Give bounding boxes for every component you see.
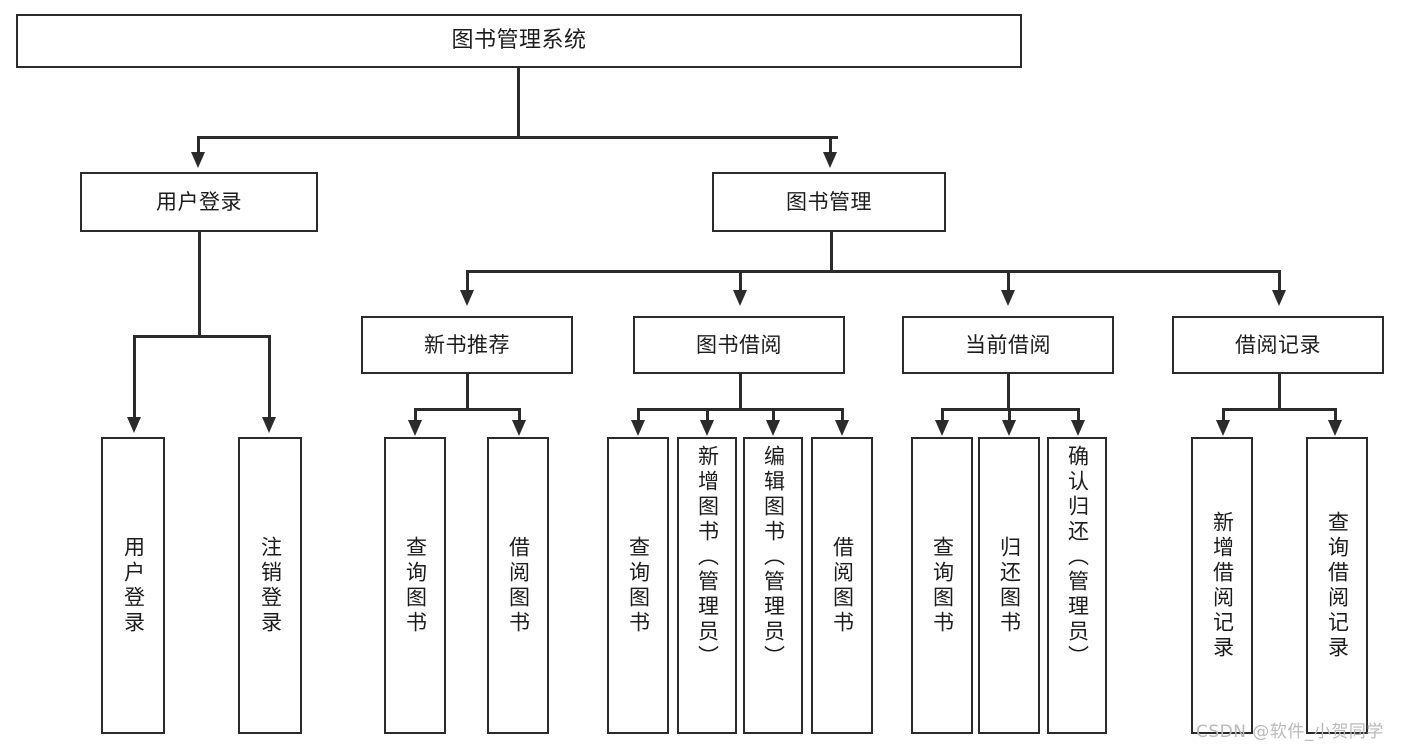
leaf-label: 归还图书 [997, 535, 1022, 636]
connector-borrow-record-bar [1222, 408, 1336, 411]
leaf-user-login[interactable]: 用户登录 [101, 437, 165, 734]
connector-book-borrow-to-leaf1 [637, 408, 640, 422]
arrowhead-leaf-query-record [1328, 420, 1342, 436]
arrowhead-user-login [191, 152, 205, 168]
node-label: 用户登录 [156, 189, 242, 214]
connector-root-to-book-manage [829, 136, 832, 154]
arrowhead-leaf-add-book [700, 420, 714, 436]
node-label: 新书推荐 [424, 332, 510, 357]
leaf-label: 查询图书 [626, 535, 651, 636]
node-current-borrow[interactable]: 当前借阅 [902, 316, 1114, 374]
node-root-system[interactable]: 图书管理系统 [16, 14, 1022, 68]
connector-book-manage-to-new-book [466, 270, 469, 292]
leaf-add-book[interactable]: 新增图书（管理员） [677, 437, 737, 734]
leaf-label: 查询借阅记录 [1325, 510, 1350, 661]
leaf-return-book[interactable]: 归还图书 [978, 437, 1040, 734]
connector-current-borrow-to-leaf3 [1077, 408, 1080, 422]
arrowhead-leaf-query-book-2 [631, 420, 645, 436]
node-borrow-record[interactable]: 借阅记录 [1172, 316, 1384, 374]
leaf-edit-book[interactable]: 编辑图书（管理员） [743, 437, 803, 734]
leaf-borrow-book-1[interactable]: 借阅图书 [487, 437, 549, 734]
arrowhead-leaf-query-book-1 [408, 420, 422, 436]
leaf-confirm-return[interactable]: 确认归还（管理员） [1047, 437, 1107, 734]
arrowhead-leaf-return-book [1002, 420, 1016, 436]
connector-user-login-stem [198, 232, 201, 337]
leaf-query-record[interactable]: 查询借阅记录 [1306, 437, 1368, 734]
node-book-manage[interactable]: 图书管理 [712, 172, 946, 232]
arrowhead-leaf-borrow-book-2 [835, 420, 849, 436]
connector-new-book-stem [466, 374, 469, 410]
leaf-label: 新增借阅记录 [1210, 510, 1235, 661]
connector-borrow-record-to-leaf1 [1222, 408, 1225, 422]
arrowhead-leaf-logout [262, 417, 276, 433]
node-user-login[interactable]: 用户登录 [80, 172, 318, 232]
node-new-book-rec[interactable]: 新书推荐 [361, 316, 573, 374]
leaf-logout[interactable]: 注销登录 [238, 437, 302, 734]
leaf-label: 确认归还（管理员） [1065, 445, 1090, 670]
node-label: 借阅记录 [1235, 332, 1321, 357]
connector-root-stem [517, 68, 520, 138]
leaf-label: 借阅图书 [506, 535, 531, 636]
leaf-query-book-1[interactable]: 查询图书 [384, 437, 446, 734]
connector-new-book-to-leaf1 [414, 408, 417, 422]
connector-current-borrow-to-leaf2 [1008, 408, 1011, 422]
arrowhead-book-manage [823, 152, 837, 168]
connector-current-borrow-to-leaf1 [941, 408, 944, 422]
connector-book-manage-to-borrow [739, 270, 742, 292]
node-book-borrow[interactable]: 图书借阅 [633, 316, 845, 374]
connector-book-borrow-to-leaf4 [841, 408, 844, 422]
connector-book-manage-bar [466, 270, 1280, 273]
leaf-query-book-3[interactable]: 查询图书 [911, 437, 973, 734]
arrowhead-book-borrow [733, 290, 747, 306]
leaf-add-record[interactable]: 新增借阅记录 [1191, 437, 1253, 734]
connector-book-borrow-stem [739, 374, 742, 410]
arrowhead-current-borrow [1001, 290, 1015, 306]
node-label: 图书管理 [786, 189, 872, 214]
watermark-text: CSDN @软件_小贺同学 [1196, 722, 1384, 742]
leaf-label: 编辑图书（管理员） [761, 445, 786, 670]
leaf-label: 查询图书 [930, 535, 955, 636]
connector-current-borrow-stem [1007, 374, 1010, 410]
arrowhead-leaf-query-book-3 [935, 420, 949, 436]
leaf-query-book-2[interactable]: 查询图书 [607, 437, 669, 734]
leaf-label: 查询图书 [403, 535, 428, 636]
connector-book-manage-stem [830, 232, 833, 272]
arrowhead-leaf-add-record [1216, 420, 1230, 436]
node-label: 图书管理系统 [451, 28, 587, 54]
connector-user-login-to-leaf2 [268, 335, 271, 419]
leaf-label: 用户登录 [121, 535, 146, 636]
connector-borrow-record-to-leaf2 [1334, 408, 1337, 422]
node-label: 当前借阅 [965, 332, 1051, 357]
connector-new-book-to-leaf2 [518, 408, 521, 422]
connector-user-login-to-leaf1 [133, 335, 136, 419]
connector-borrow-record-stem [1278, 374, 1281, 410]
arrowhead-leaf-user-login [127, 417, 141, 433]
connector-root-bar [197, 136, 838, 139]
leaf-borrow-book-2[interactable]: 借阅图书 [811, 437, 873, 734]
arrowhead-leaf-edit-book [766, 420, 780, 436]
arrowhead-new-book-rec [460, 290, 474, 306]
node-label: 图书借阅 [696, 332, 782, 357]
connector-root-to-user-login [197, 136, 200, 154]
arrowhead-borrow-record [1272, 290, 1286, 306]
connector-book-manage-to-record [1278, 270, 1281, 292]
arrowhead-leaf-confirm-return [1071, 420, 1085, 436]
connector-book-manage-to-current [1007, 270, 1010, 292]
leaf-label: 借阅图书 [830, 535, 855, 636]
connector-new-book-bar [414, 408, 520, 411]
connector-book-borrow-to-leaf3 [772, 408, 775, 422]
leaf-label: 注销登录 [258, 535, 283, 636]
connector-book-borrow-bar [637, 408, 843, 411]
arrowhead-leaf-borrow-book-1 [512, 420, 526, 436]
leaf-label: 新增图书（管理员） [695, 445, 720, 670]
connector-user-login-bar [133, 335, 269, 338]
connector-book-borrow-to-leaf2 [706, 408, 709, 422]
